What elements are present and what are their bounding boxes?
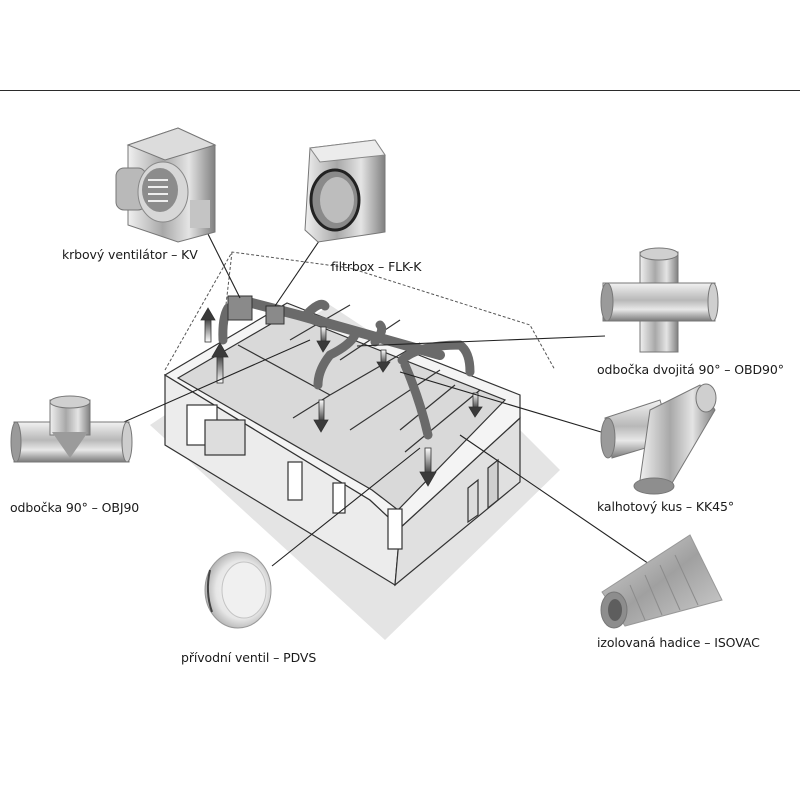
- leader-lines: [114, 221, 656, 569]
- label-filtrbox: filtrbox – FLK-K: [331, 259, 422, 274]
- arrow-down: [313, 399, 329, 433]
- duct-network: [218, 297, 475, 440]
- label-izolovana-hadice: izolovaná hadice – ISOVAC: [597, 635, 760, 650]
- arrow-down: [468, 392, 483, 418]
- arrow-up: [211, 342, 229, 384]
- airflow-arrows: [200, 307, 483, 487]
- arrow-down: [316, 326, 331, 353]
- top-rule-divider: [0, 90, 800, 91]
- filter-box-icon: [304, 139, 386, 243]
- cross-fitting-icon: [600, 247, 719, 353]
- tee-fitting-icon: [10, 395, 133, 463]
- house-cutaway: [163, 302, 521, 587]
- supply-valve-icon: [204, 551, 272, 629]
- label-odbocka-dvojita: odbočka dvojitá 90° – OBD90°: [597, 362, 784, 377]
- arrow-down: [419, 447, 437, 487]
- label-privodni-ventil: přívodní ventil – PDVS: [181, 650, 317, 665]
- filter-box-in-diagram: [265, 305, 285, 325]
- arrow-down: [376, 349, 391, 373]
- label-krbovy-ventilator: krbový ventilátor – KV: [62, 247, 198, 262]
- insulated-hose-icon: [600, 534, 723, 629]
- label-kalhotovy-kus: kalhotový kus – KK45°: [597, 499, 734, 514]
- fireplace-fan-box-icon: [115, 127, 217, 243]
- fan-box-in-diagram: [227, 295, 253, 321]
- label-odbocka-90: odbočka 90° – OBJ90: [10, 500, 140, 515]
- arrow-up: [200, 307, 216, 343]
- y-fitting-icon: [600, 383, 717, 495]
